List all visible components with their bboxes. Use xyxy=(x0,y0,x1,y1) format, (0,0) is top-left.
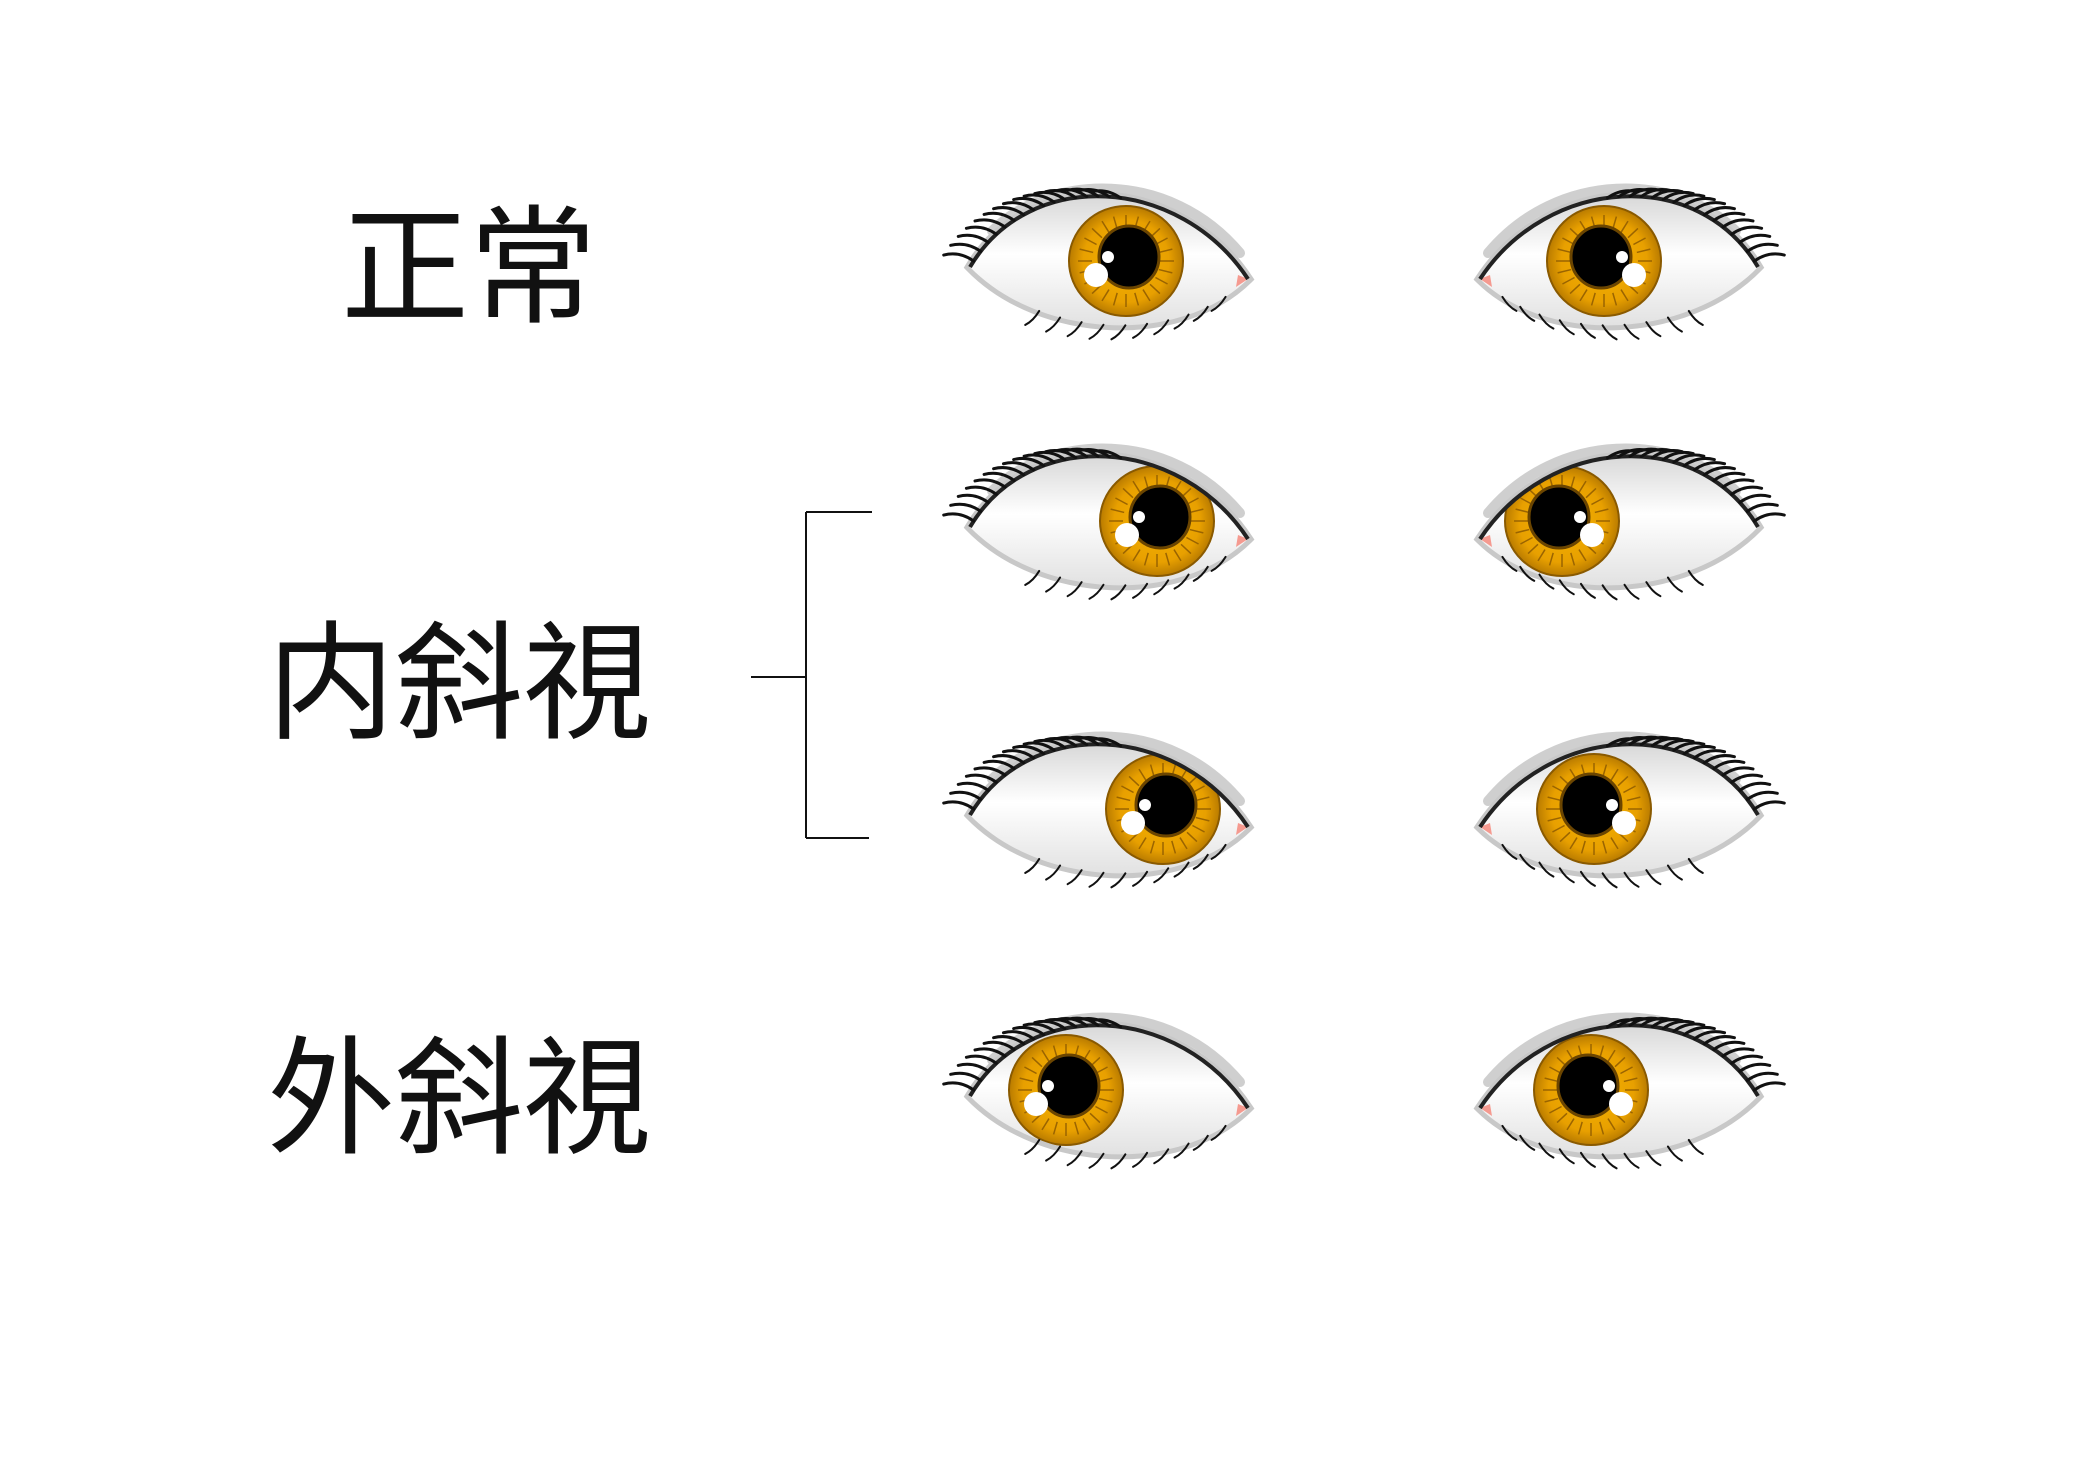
highlight xyxy=(1622,263,1646,287)
highlight-small xyxy=(1616,251,1628,263)
eyelashes xyxy=(942,447,1227,601)
highlight-small xyxy=(1102,251,1114,263)
label-esotropia: 内斜視 xyxy=(267,610,651,759)
eye-icon xyxy=(1473,731,1786,889)
highlight xyxy=(1115,523,1139,547)
pupil xyxy=(1128,484,1192,550)
esotropia-bracket xyxy=(751,511,872,839)
highlight xyxy=(1612,811,1636,835)
pupil xyxy=(1037,1053,1101,1119)
eye-icon xyxy=(1473,443,1786,601)
highlight xyxy=(1024,1092,1048,1116)
highlight xyxy=(1609,1092,1633,1116)
eye-icon xyxy=(942,731,1255,889)
label-exotropia: 外斜視 xyxy=(267,1025,651,1174)
pupil xyxy=(1527,484,1591,550)
eyelashes xyxy=(942,1016,1227,1170)
eye-icon xyxy=(1473,1012,1786,1170)
eyelashes xyxy=(1501,187,1786,341)
pupil xyxy=(1134,772,1198,838)
eyelashes xyxy=(942,735,1227,889)
eye-icon xyxy=(942,1012,1255,1170)
highlight xyxy=(1580,523,1604,547)
eye-icon xyxy=(1473,183,1786,341)
highlight-small xyxy=(1042,1080,1054,1092)
eye-icon xyxy=(942,183,1255,341)
highlight-small xyxy=(1574,511,1586,523)
pupil xyxy=(1559,772,1623,838)
pupil xyxy=(1569,224,1633,290)
pupil xyxy=(1097,224,1161,290)
eyelashes xyxy=(942,187,1227,341)
highlight xyxy=(1121,811,1145,835)
highlight-small xyxy=(1603,1080,1615,1092)
highlight xyxy=(1084,263,1108,287)
highlight-small xyxy=(1139,799,1151,811)
eye-icon xyxy=(942,443,1255,601)
highlight-small xyxy=(1133,511,1145,523)
highlight-small xyxy=(1606,799,1618,811)
eyelashes xyxy=(1501,735,1786,889)
eyelashes xyxy=(1501,1016,1786,1170)
eyelashes xyxy=(1501,447,1786,601)
pupil xyxy=(1556,1053,1620,1119)
label-normal: 正常 xyxy=(341,194,597,343)
